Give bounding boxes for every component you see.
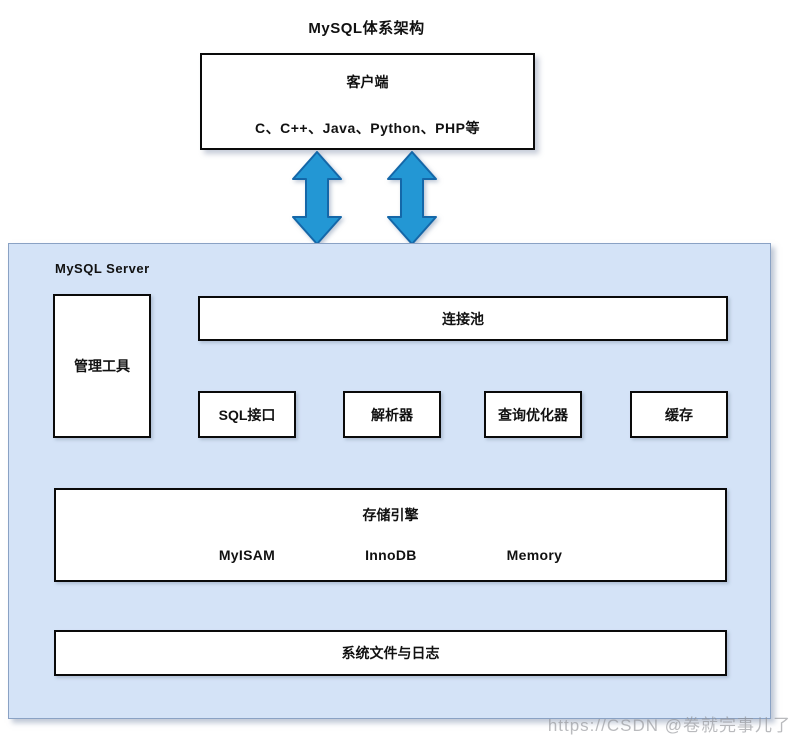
client-box-title: 客户端 <box>346 74 389 90</box>
query-optimizer-box: 查询优化器 <box>484 391 582 438</box>
connection-pool-box: 连接池 <box>198 296 728 341</box>
mysql-server-label: MySQL Server <box>55 261 150 276</box>
cache-box: 缓存 <box>630 391 728 438</box>
csdn-watermark: https://CSDN @卷就完事儿了 <box>547 716 791 735</box>
parser-label: 解析器 <box>371 406 413 423</box>
bidirectional-arrow-icon <box>386 150 438 246</box>
storage-engine-box: 存储引擎 MyISAM InnoDB Memory <box>54 488 727 582</box>
query-optimizer-label: 查询优化器 <box>498 406 568 423</box>
cache-label: 缓存 <box>665 406 693 423</box>
system-files-box: 系统文件与日志 <box>54 630 727 676</box>
engine-memory-label: Memory <box>506 547 563 563</box>
engine-innodb-label: InnoDB <box>365 547 417 563</box>
system-files-label: 系统文件与日志 <box>341 645 440 661</box>
admin-tools-box: 管理工具 <box>53 294 151 438</box>
engine-myisam-label: MyISAM <box>218 547 276 563</box>
parser-box: 解析器 <box>343 391 441 438</box>
admin-tools-label: 管理工具 <box>74 358 130 374</box>
diagram-title: MySQL体系架构 <box>308 20 425 37</box>
sql-interface-box: SQL接口 <box>198 391 296 438</box>
storage-engine-title: 存储引擎 <box>362 507 419 523</box>
client-box: 客户端 C、C++、Java、Python、PHP等 <box>200 53 535 150</box>
storage-engine-list: MyISAM InnoDB Memory <box>56 547 725 563</box>
mysql-server-container: MySQL Server 管理工具 连接池 SQL接口 解析器 查询优化器 缓存… <box>8 243 771 719</box>
connection-pool-label: 连接池 <box>442 310 484 327</box>
client-box-languages: C、C++、Java、Python、PHP等 <box>255 120 480 136</box>
sql-interface-label: SQL接口 <box>218 406 276 423</box>
bidirectional-arrow-icon <box>291 150 343 246</box>
